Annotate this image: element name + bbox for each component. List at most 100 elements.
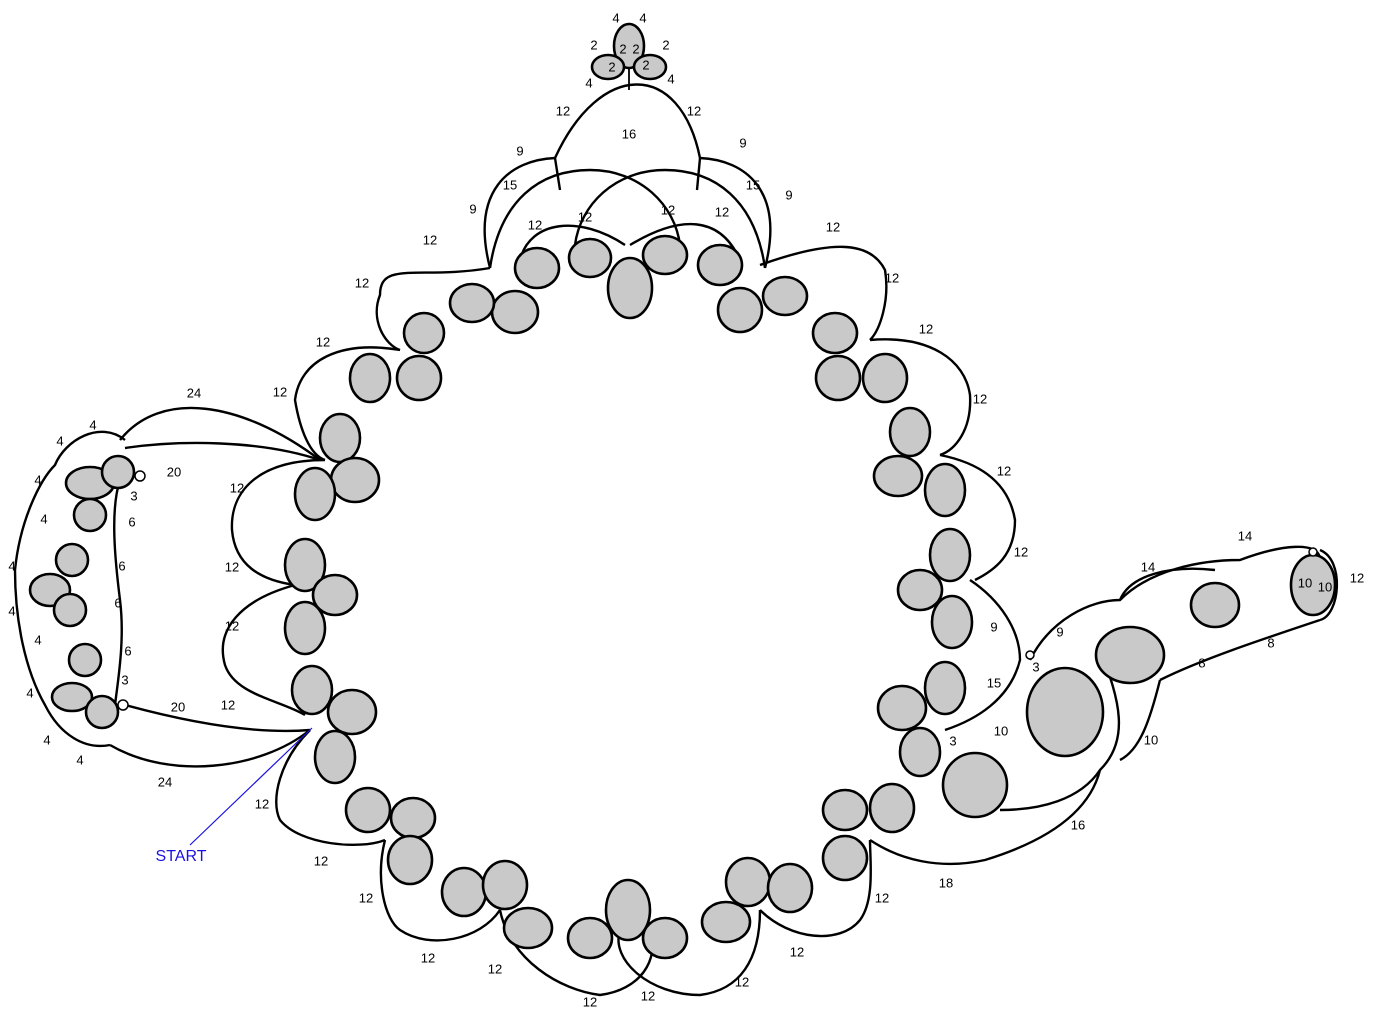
ring-ul3: [350, 354, 390, 402]
label-left-24-top: 24: [187, 385, 201, 400]
label-r-12-d: 12: [885, 270, 899, 285]
start-pointer-line: [190, 728, 312, 845]
label-r-12-f: 12: [973, 391, 987, 406]
label-r-3: 3: [949, 733, 956, 748]
label-bl-12-c: 12: [314, 853, 328, 868]
ring-br5: [870, 784, 914, 832]
ring-bl1: [346, 788, 390, 832]
ring-t9: [763, 277, 807, 315]
label-spout-16: 16: [1071, 817, 1085, 832]
body-outer-chains: [110, 85, 1020, 996]
ring-ur2: [816, 356, 860, 400]
spout-10-b: [1120, 680, 1160, 760]
spout-tip-picot: [1309, 548, 1317, 556]
label-top-12-a: 12: [528, 217, 542, 232]
ring-b4: [643, 918, 687, 958]
handle-joining-picot-bottom: [118, 700, 128, 710]
label-spout-12: 12: [1350, 570, 1364, 585]
label-r-15: 15: [987, 675, 1001, 690]
ring-ul4: [320, 414, 360, 462]
ring-bl4: [442, 868, 486, 916]
label-spout-14-b: 14: [1141, 559, 1155, 574]
label-ul-12-b: 12: [355, 275, 369, 290]
label-spout-8-b: 8: [1198, 655, 1205, 670]
label-handle-4-d: 4: [40, 511, 47, 526]
label-top-d: 2: [619, 41, 626, 56]
spout-ring-2: [1191, 583, 1239, 627]
handle-inner: [114, 480, 122, 705]
ring-r4: [930, 529, 970, 581]
label-top-g: 2: [608, 59, 615, 74]
ring-br2: [768, 864, 812, 912]
handle-ring-3: [74, 499, 106, 531]
label-top-a: 4: [612, 10, 619, 25]
label-r-12-e: 12: [919, 321, 933, 336]
chain-top-link-r: [697, 158, 700, 190]
label-b-12-e: 12: [735, 974, 749, 989]
handle-ring-2: [102, 456, 134, 488]
body-rings: [285, 236, 1007, 958]
top-finial: [592, 24, 666, 90]
label-spout-9: 9: [1056, 624, 1063, 639]
label-spout-8-a: 8: [1267, 635, 1274, 650]
ring-bl2: [391, 798, 435, 838]
spout-ring-3: [1027, 668, 1103, 756]
label-handle-4-e: 4: [8, 558, 15, 573]
ring-r7: [925, 662, 965, 714]
label-spout-18: 18: [939, 875, 953, 890]
label-handle-4-g: 4: [34, 632, 41, 647]
ring-b1: [504, 908, 552, 948]
ring-top-right: [634, 55, 666, 79]
ring-t6: [643, 236, 687, 274]
ring-r3: [925, 464, 965, 516]
label-handle-4-a: 4: [89, 417, 96, 432]
label-top-e: 2: [632, 41, 639, 56]
chain-left-24-bot: [110, 730, 310, 766]
chain-left-20-top: [125, 443, 320, 460]
spout-8: [1160, 620, 1320, 680]
label-handle-4-h: 4: [26, 685, 33, 700]
label-r-12-b: 12: [875, 890, 889, 905]
label-left-20-bot: 20: [171, 699, 185, 714]
label-left-12-b: 12: [230, 480, 244, 495]
ring-ur3: [863, 354, 907, 402]
label-spout-14-a: 14: [1238, 528, 1252, 543]
label-left-12-a: 12: [273, 384, 287, 399]
ring-bl5: [483, 861, 527, 909]
handle-ring-6: [54, 594, 86, 626]
label-b-12-c: 12: [583, 994, 597, 1009]
ring-t2: [492, 291, 538, 333]
count-labels: 4 4 2 2 2 2 2 2 4 4 12 12 16 9 15 9 9 15…: [8, 10, 1364, 1009]
label-handle-6-a: 6: [128, 514, 135, 529]
ring-r10: [943, 753, 1007, 817]
ring-bl3: [388, 836, 432, 884]
spout-upper: [1030, 547, 1320, 660]
label-top-chain-r: 12: [687, 103, 701, 118]
ring-r2: [874, 456, 922, 496]
label-bl-12-d: 12: [359, 890, 373, 905]
ring-l7: [315, 731, 355, 783]
label-top-15-l: 15: [503, 177, 517, 192]
ring-ul2: [397, 356, 441, 400]
spout-joining-picot: [1026, 651, 1034, 659]
start-label: START: [156, 848, 207, 865]
ring-t5: [608, 258, 652, 318]
label-top-j: 4: [667, 71, 674, 86]
label-top-chain-mid: 16: [622, 126, 636, 141]
ring-t7: [698, 245, 742, 285]
chain-left-20-bot: [125, 705, 310, 731]
label-top-c: 2: [590, 37, 597, 52]
ring-b5: [702, 902, 750, 942]
label-top-15-r: 15: [746, 177, 760, 192]
label-r-12-h: 12: [1014, 544, 1028, 559]
label-top-9-r2: 9: [785, 187, 792, 202]
spout-ring-1: [1096, 627, 1164, 683]
label-top-b: 4: [639, 10, 646, 25]
label-handle-4-b: 4: [56, 433, 63, 448]
handle-ring-7: [69, 644, 101, 676]
ring-r1: [890, 408, 930, 456]
ring-ur1: [813, 313, 857, 353]
label-left-12-d: 12: [225, 618, 239, 633]
label-handle-4-j: 4: [76, 752, 83, 767]
